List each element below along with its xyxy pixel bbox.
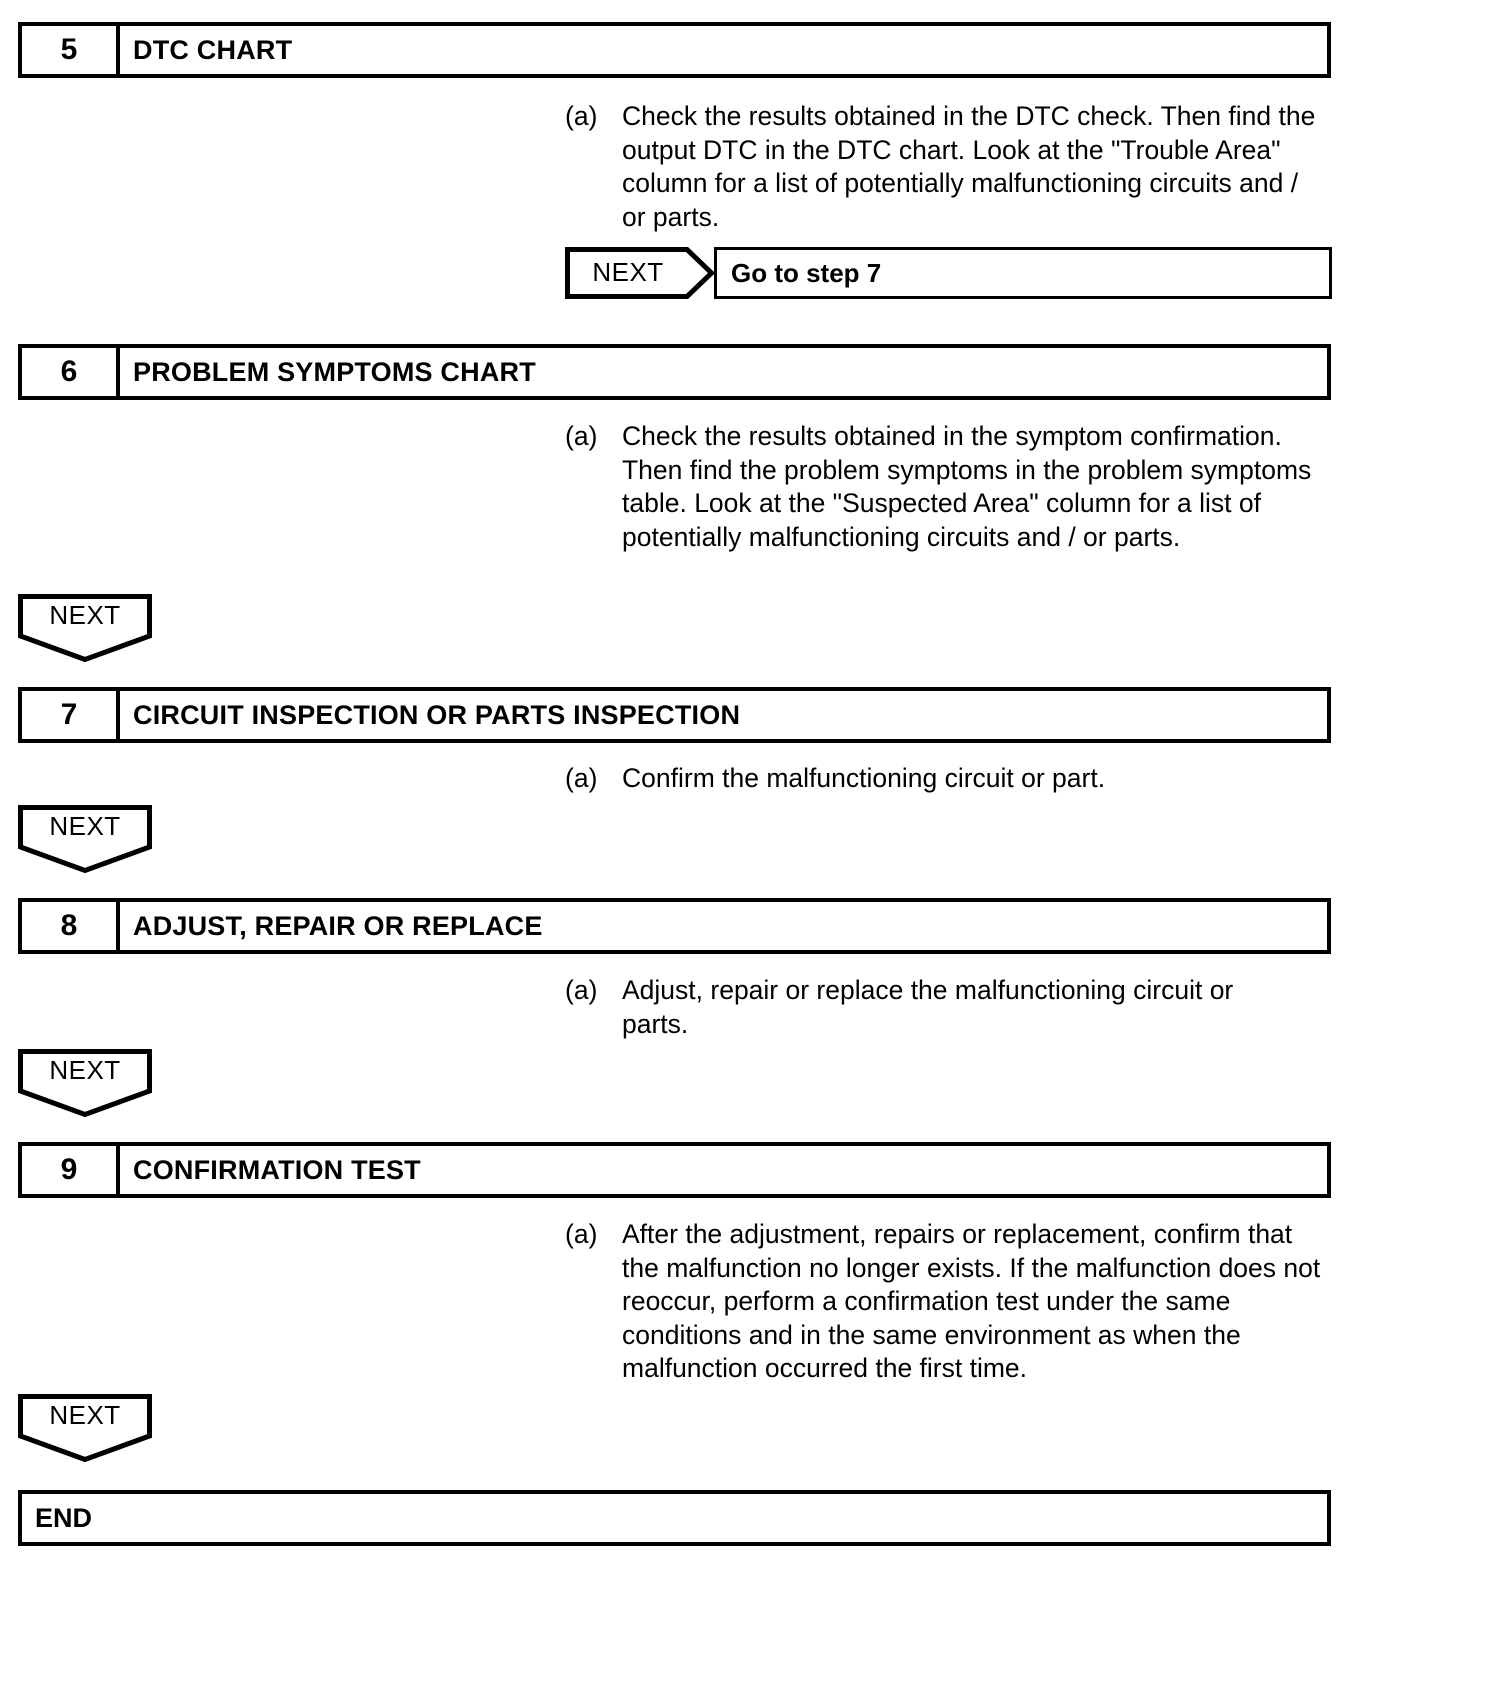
- next-arrow-right-icon: NEXT: [565, 247, 714, 299]
- step-header-7: 7 CIRCUIT INSPECTION OR PARTS INSPECTION: [18, 687, 1331, 743]
- next-label: NEXT: [49, 1400, 121, 1430]
- step-6-item-a: (a) Check the results obtained in the sy…: [565, 420, 1333, 554]
- next-label: NEXT: [49, 1055, 121, 1085]
- step-title-9: CONFIRMATION TEST: [133, 1154, 421, 1185]
- end-bar: END: [18, 1490, 1331, 1546]
- next-connector-step6: NEXT: [18, 594, 152, 662]
- step-number-7: 7: [22, 691, 120, 739]
- step-7-item-a-marker: (a): [565, 763, 598, 793]
- step-6-item-a-marker: (a): [565, 421, 598, 451]
- step-number-9: 9: [22, 1146, 120, 1194]
- step-header-6: 6 PROBLEM SYMPTOMS CHART: [18, 344, 1331, 400]
- step-9-item-a: (a) After the adjustment, repairs or rep…: [565, 1218, 1333, 1386]
- step-8-item-a-marker: (a): [565, 975, 598, 1005]
- step-9-item-a-text: After the adjustment, repairs or replace…: [622, 1219, 1321, 1384]
- next-label: NEXT: [592, 257, 664, 287]
- step-8-item-a-text: Adjust, repair or replace the malfunctio…: [622, 975, 1234, 1039]
- next-connector-step7: NEXT: [18, 805, 152, 873]
- step-header-5: 5 DTC CHART: [18, 22, 1331, 78]
- step-title-7: CIRCUIT INSPECTION OR PARTS INSPECTION: [133, 699, 741, 730]
- step-number-6: 6: [22, 348, 120, 396]
- next-connector-step9: NEXT: [18, 1394, 152, 1462]
- step-header-8: 8 ADJUST, REPAIR OR REPLACE: [18, 898, 1331, 954]
- step-number-5: 5: [22, 26, 120, 74]
- step-6-item-a-text: Check the results obtained in the sympto…: [622, 421, 1312, 552]
- next-arrow-down-icon: [18, 805, 152, 873]
- step-9-item-a-marker: (a): [565, 1219, 598, 1249]
- next-label: NEXT: [49, 600, 121, 630]
- step-title-6: PROBLEM SYMPTOMS CHART: [133, 356, 536, 387]
- step-title-8: ADJUST, REPAIR OR REPLACE: [133, 910, 543, 941]
- goto-step-box[interactable]: Go to step 7: [714, 247, 1332, 299]
- next-connector-step8: NEXT: [18, 1049, 152, 1117]
- step-title-5: DTC CHART: [133, 34, 293, 65]
- step-header-9: 9 CONFIRMATION TEST: [18, 1142, 1331, 1198]
- next-connector-step5: NEXT Go to step 7: [565, 247, 1332, 299]
- next-arrow-down-icon: [18, 1049, 152, 1117]
- next-arrow-down-icon: [18, 1394, 152, 1462]
- next-arrow-down-icon: [18, 594, 152, 662]
- step-5-item-a: (a) Check the results obtained in the DT…: [565, 100, 1325, 234]
- step-5-item-a-text: Check the results obtained in the DTC ch…: [622, 101, 1316, 232]
- step-number-8: 8: [22, 902, 120, 950]
- step-7-item-a: (a) Confirm the malfunctioning circuit o…: [565, 762, 1333, 796]
- step-8-item-a: (a) Adjust, repair or replace the malfun…: [565, 974, 1285, 1041]
- next-label: NEXT: [49, 811, 121, 841]
- step-7-item-a-text: Confirm the malfunctioning circuit or pa…: [622, 763, 1106, 793]
- step-5-item-a-marker: (a): [565, 101, 598, 131]
